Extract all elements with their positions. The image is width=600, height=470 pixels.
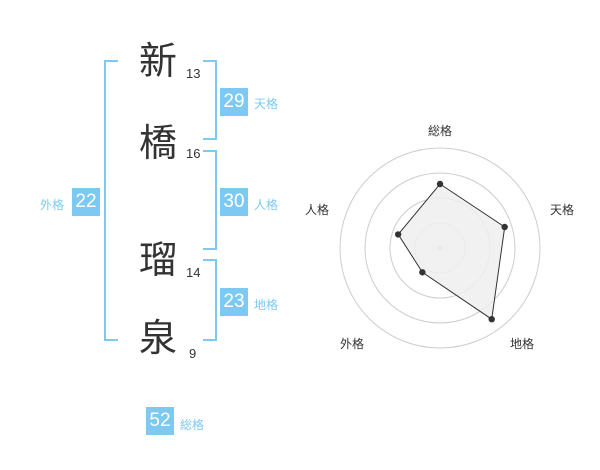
radar-point-2 <box>488 315 495 323</box>
chikaku-value: 23 <box>220 288 248 316</box>
jinkaku-value: 30 <box>220 188 248 216</box>
radar-ring <box>339 147 541 349</box>
radar-point-0 <box>436 180 444 188</box>
chikaku-bracket <box>203 259 217 341</box>
jinkaku-label: 人格 <box>254 198 279 212</box>
name-char-3: 瑠 <box>139 238 178 282</box>
jinkaku-bracket <box>203 150 217 250</box>
stroke-count-1: 13 <box>186 66 201 81</box>
stroke-count-3: 14 <box>186 265 201 280</box>
radar-points <box>394 180 508 323</box>
radar-axis-label-gaikaku: 外格 <box>340 337 365 351</box>
radar-axis-label-chikaku: 地格 <box>510 337 535 351</box>
chikaku-label: 地格 <box>254 298 279 312</box>
radar-area <box>397 183 506 321</box>
radar-axis-label-soukaku: 総格 <box>428 124 453 138</box>
radar-point-4 <box>394 231 402 238</box>
name-char-1: 新 <box>139 39 178 83</box>
tenkaku-bracket <box>203 60 217 140</box>
radar-ring <box>364 172 516 324</box>
tenkaku-label: 天格 <box>254 97 279 111</box>
stroke-count-2: 16 <box>186 146 201 161</box>
soukaku-value: 52 <box>146 407 174 435</box>
radar-axis-label-tenkaku: 天格 <box>550 203 575 217</box>
stroke-count-4: 9 <box>189 346 197 361</box>
soukaku-label: 総格 <box>180 418 205 432</box>
gaikaku-label: 外格 <box>40 198 65 212</box>
radar-chart <box>339 147 541 349</box>
tenkaku-value: 29 <box>220 88 248 116</box>
name-char-2: 橋 <box>139 121 178 165</box>
radar-point-3 <box>419 269 426 276</box>
radar-point-1 <box>501 223 508 231</box>
gaikaku-bracket <box>104 60 118 341</box>
radar-axis-label-jinkaku: 人格 <box>305 203 330 217</box>
gaikaku-value: 22 <box>72 188 100 216</box>
name-char-4: 泉 <box>139 316 178 360</box>
